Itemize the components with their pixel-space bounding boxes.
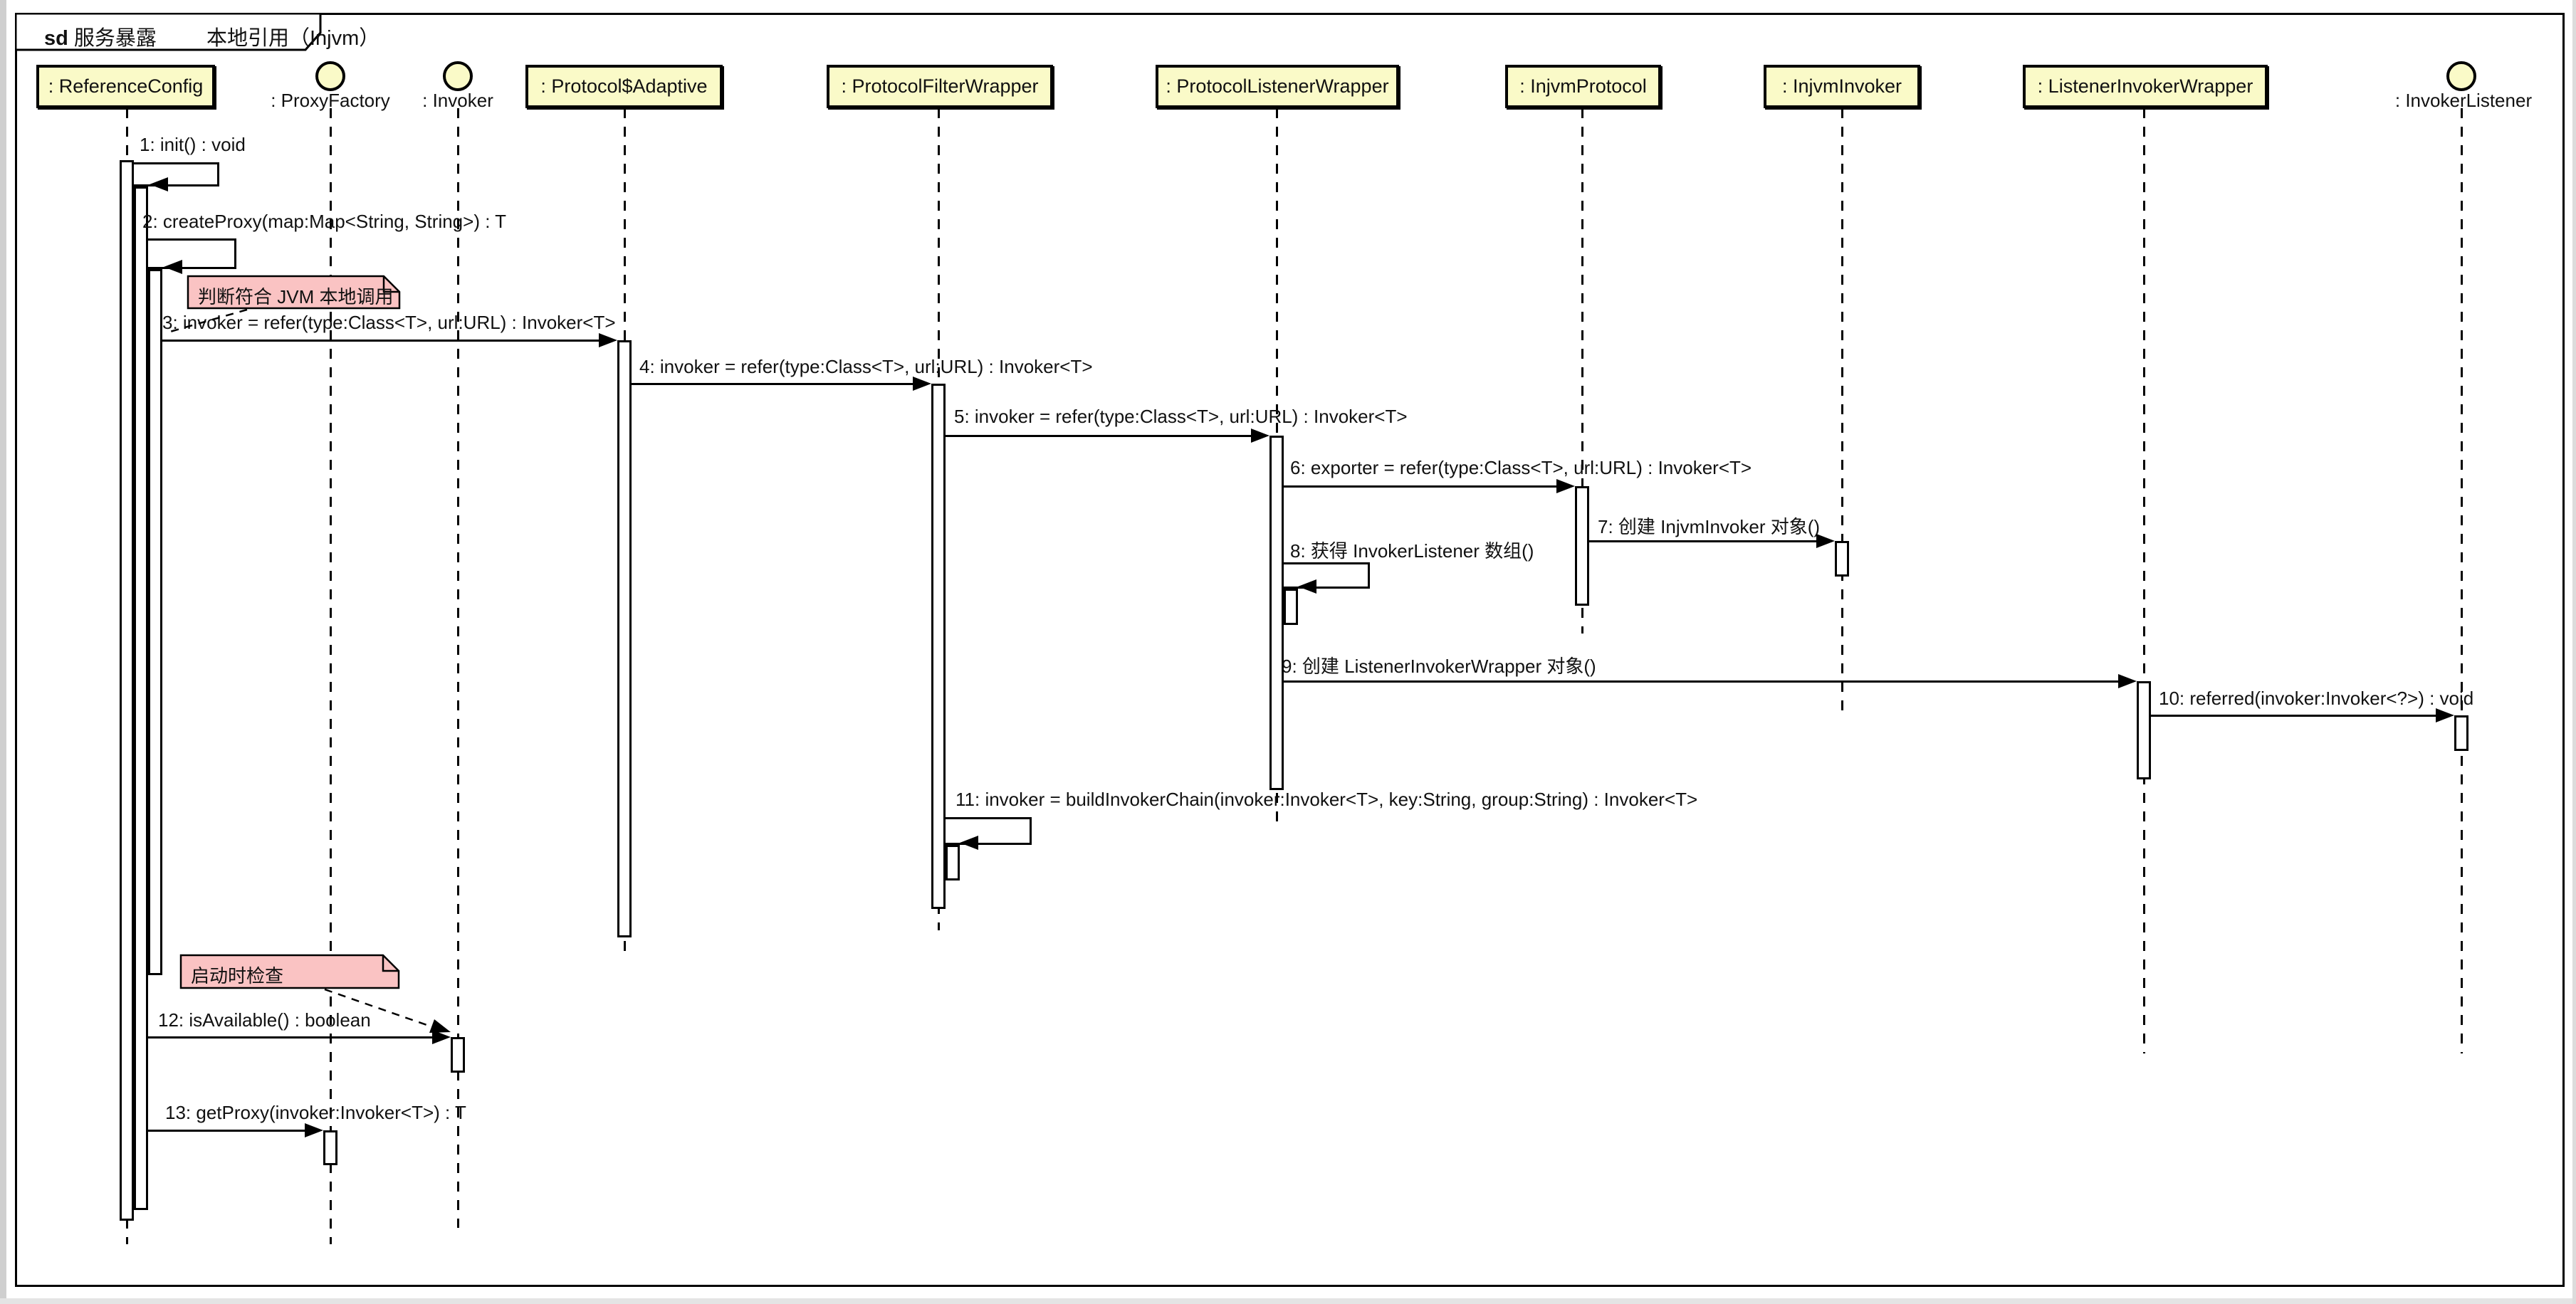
participant-invoker-listener-label: : InvokerListener: [2394, 90, 2533, 111]
message-9-arrowhead-icon: [2118, 674, 2137, 688]
participant-label: : ProtocolListenerWrapper: [1166, 75, 1389, 97]
participant-label: : ReferenceConfig: [48, 75, 204, 97]
participant-label: : Protocol$Adaptive: [540, 75, 708, 97]
message-2-self-loop: [148, 238, 236, 269]
participant-protocol-filter-wrapper[interactable]: : ProtocolFilterWrapper: [827, 65, 1053, 108]
message-4-line: [632, 383, 916, 385]
note-1-shape[interactable]: [187, 275, 402, 310]
activation-protocol-listener-wrapper-nested: [1284, 589, 1298, 625]
message-10-line: [2151, 715, 2439, 717]
lifeline-injvm-invoker: [1841, 108, 1843, 712]
activation-proxy-factory: [323, 1130, 337, 1165]
message-13-line: [148, 1130, 308, 1132]
message-7-arrowhead-icon: [1816, 534, 1835, 548]
diagram-title-part1: 服务暴露: [73, 27, 157, 50]
message-4-label[interactable]: 4: invoker = refer(type:Class<T>, url:UR…: [639, 356, 1093, 377]
right-edge-strip: [2572, 0, 2576, 1304]
message-1-label[interactable]: 1: init() : void: [140, 134, 246, 155]
participant-listener-invoker-wrapper[interactable]: : ListenerInvokerWrapper: [2023, 65, 2268, 108]
message-3-arrowhead-icon: [599, 333, 617, 347]
activation-protocol-listener-wrapper: [1269, 436, 1284, 790]
message-10-arrowhead-icon: [2436, 708, 2454, 722]
diagram-frame: [15, 13, 2565, 1287]
message-12-line: [148, 1036, 435, 1039]
participant-protocol-listener-wrapper[interactable]: : ProtocolListenerWrapper: [1156, 65, 1399, 108]
activation-reference-config-2: [134, 186, 148, 1210]
participant-reference-config[interactable]: : ReferenceConfig: [36, 65, 215, 108]
message-8-arrowhead-icon: [1298, 579, 1316, 594]
message-3-line: [162, 340, 602, 342]
participant-label: : InjvmProtocol: [1519, 75, 1647, 97]
message-7-label[interactable]: 7: 创建 InjvmInvoker 对象(): [1598, 516, 1821, 537]
message-9-line: [1284, 680, 2121, 683]
diagram-title: sd 服务暴露 本地引用（Injvm）: [44, 21, 379, 51]
participant-invoker-label: : Invoker: [422, 90, 493, 111]
message-5-line: [946, 435, 1254, 437]
message-8-label[interactable]: 8: 获得 InvokerListener 数组(): [1290, 540, 1534, 562]
message-12-label[interactable]: 12: isAvailable() : boolean: [158, 1009, 371, 1031]
activation-injvm-invoker: [1835, 541, 1849, 577]
message-5-label[interactable]: 5: invoker = refer(type:Class<T>, url:UR…: [954, 406, 1408, 427]
activation-injvm-protocol: [1575, 486, 1589, 606]
lifeline-invoker: [457, 108, 459, 1228]
activation-protocol-adaptive: [617, 340, 632, 937]
bottom-scrollbar[interactable]: [0, 1298, 2576, 1304]
message-2-label[interactable]: 2: createProxy(map:Map<String, String>) …: [142, 211, 507, 232]
activation-protocol-filter-wrapper: [931, 384, 946, 909]
message-1-arrowhead-icon: [150, 177, 168, 191]
activation-invoker-listener: [2454, 715, 2468, 751]
lifeline-listener-invoker-wrapper: [2143, 108, 2145, 1053]
message-2-arrowhead-icon: [164, 260, 182, 274]
activation-invoker: [451, 1037, 465, 1073]
left-edge-strip: [0, 0, 6, 1304]
participant-injvm-invoker[interactable]: : InjvmInvoker: [1764, 65, 1920, 108]
participant-label: : ProtocolFilterWrapper: [841, 75, 1039, 97]
activation-listener-invoker-wrapper: [2137, 681, 2151, 779]
message-3-label[interactable]: 3: invoker = refer(type:Class<T>, url:UR…: [162, 312, 616, 333]
lifeline-invoker-listener: [2461, 108, 2463, 1053]
message-8-self-loop: [1284, 562, 1370, 589]
participant-label: : ListenerInvokerWrapper: [2037, 75, 2253, 97]
note-2-shape[interactable]: [179, 954, 401, 990]
activation-reference-config-3: [148, 269, 162, 975]
message-10-label[interactable]: 10: referred(invoker:Invoker<?>) : void: [2159, 688, 2474, 709]
message-6-arrowhead-icon: [1556, 479, 1575, 493]
participant-injvm-protocol[interactable]: : InjvmProtocol: [1505, 65, 1661, 108]
participant-invoker-icon[interactable]: [443, 61, 473, 91]
participant-proxy-factory-label: : ProxyFactory: [271, 90, 390, 111]
lifeline-proxy-factory: [330, 108, 332, 1244]
message-7-line: [1589, 540, 1819, 542]
message-11-arrowhead-icon: [960, 836, 978, 850]
lifeline-injvm-protocol: [1581, 108, 1583, 633]
message-6-line: [1284, 485, 1559, 488]
message-1-self-loop: [134, 162, 219, 186]
message-5-arrowhead-icon: [1251, 428, 1269, 443]
diagram-title-part2: 本地引用（Injvm）: [206, 27, 380, 50]
participant-invoker-listener-icon[interactable]: [2446, 61, 2476, 91]
message-12-arrowhead-icon: [432, 1030, 451, 1044]
message-6-label[interactable]: 6: exporter = refer(type:Class<T>, url:U…: [1290, 457, 1752, 478]
participant-proxy-factory-icon[interactable]: [315, 61, 345, 91]
activation-protocol-filter-wrapper-nested: [946, 845, 960, 880]
note-2-text: 启动时检查: [191, 965, 284, 987]
note-1-connector: [169, 308, 248, 333]
message-13-arrowhead-icon: [305, 1123, 323, 1137]
message-4-arrowhead-icon: [913, 377, 931, 391]
diagram-keyword: sd: [44, 27, 68, 50]
message-9-label[interactable]: 9: 创建 ListenerInvokerWrapper 对象(): [1282, 656, 1596, 677]
note-1-text: 判断符合 JVM 本地调用: [198, 286, 394, 307]
participant-protocol-adaptive[interactable]: : Protocol$Adaptive: [525, 65, 723, 108]
frame-tab-shape: [15, 13, 322, 51]
note-2-connector: [324, 988, 451, 1033]
message-11-label[interactable]: 11: invoker = buildInvokerChain(invoker:…: [955, 789, 1698, 810]
participant-label: : InjvmInvoker: [1781, 75, 1902, 97]
activation-reference-config-1: [120, 160, 134, 1221]
message-13-label[interactable]: 13: getProxy(invoker:Invoker<T>) : T: [165, 1102, 466, 1123]
message-11-self-loop: [946, 817, 1032, 845]
